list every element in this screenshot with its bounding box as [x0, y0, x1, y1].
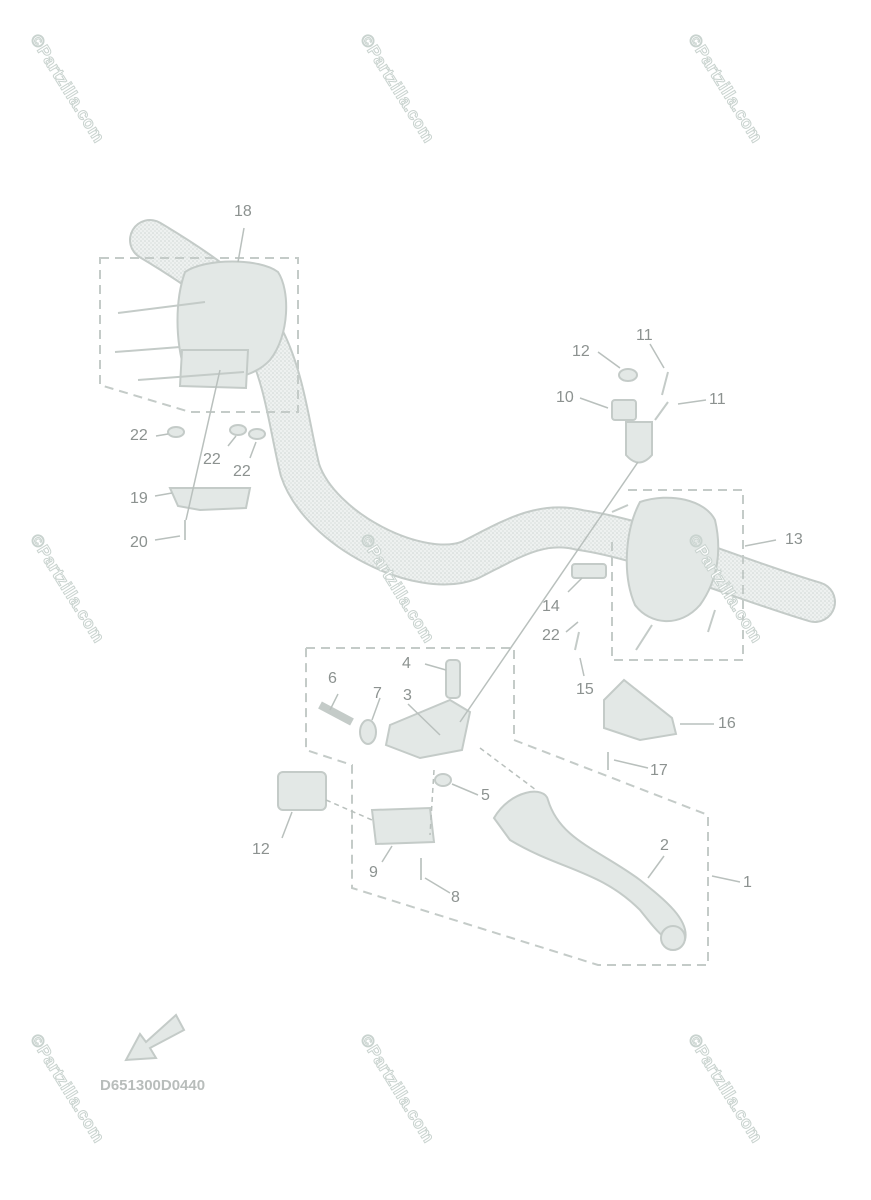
- callout-21: 20: [130, 534, 148, 551]
- callout-14: 13: [785, 531, 803, 548]
- callout-16: 15: [576, 681, 594, 698]
- diagram-code: D651300D0440: [100, 1077, 206, 1094]
- right-switch-assembly: [571, 496, 720, 770]
- callout-17: 16: [718, 715, 736, 732]
- leader-lines: [154, 227, 777, 894]
- direction-arrow-icon: [124, 1013, 186, 1062]
- callout-11: 11: [636, 327, 653, 344]
- left-switch-assembly: [114, 260, 288, 540]
- group-box-14: [611, 489, 744, 661]
- lever-assembly: [277, 659, 687, 951]
- callout-12: 12: [572, 343, 590, 360]
- callout-20: 19: [130, 490, 148, 507]
- callout-22: 22: [542, 627, 560, 644]
- callout-6: 6: [328, 670, 337, 687]
- callout-18: 17: [650, 762, 668, 779]
- callout-22: 22: [130, 427, 148, 444]
- callout-5: 5: [481, 787, 490, 804]
- callout-9: 9: [369, 864, 378, 881]
- callout-3: 3: [403, 687, 412, 704]
- callout-11: 11: [709, 391, 726, 408]
- callout-13: 12: [252, 841, 270, 858]
- clamp-parts: [611, 368, 669, 464]
- group-box-19: [99, 257, 299, 413]
- callout-15: 14: [542, 598, 560, 615]
- callout-2: 2: [660, 837, 669, 854]
- callout-10: 10: [556, 389, 574, 406]
- callout-22: 22: [203, 451, 221, 468]
- callout-1: 1: [743, 874, 752, 891]
- group-box-1: [305, 647, 709, 966]
- callout-4: 4: [402, 655, 411, 672]
- callout-22: 22: [233, 463, 251, 480]
- callout-7: 7: [373, 685, 382, 702]
- callout-8: 8: [451, 889, 460, 906]
- callout-19: 18: [234, 203, 252, 220]
